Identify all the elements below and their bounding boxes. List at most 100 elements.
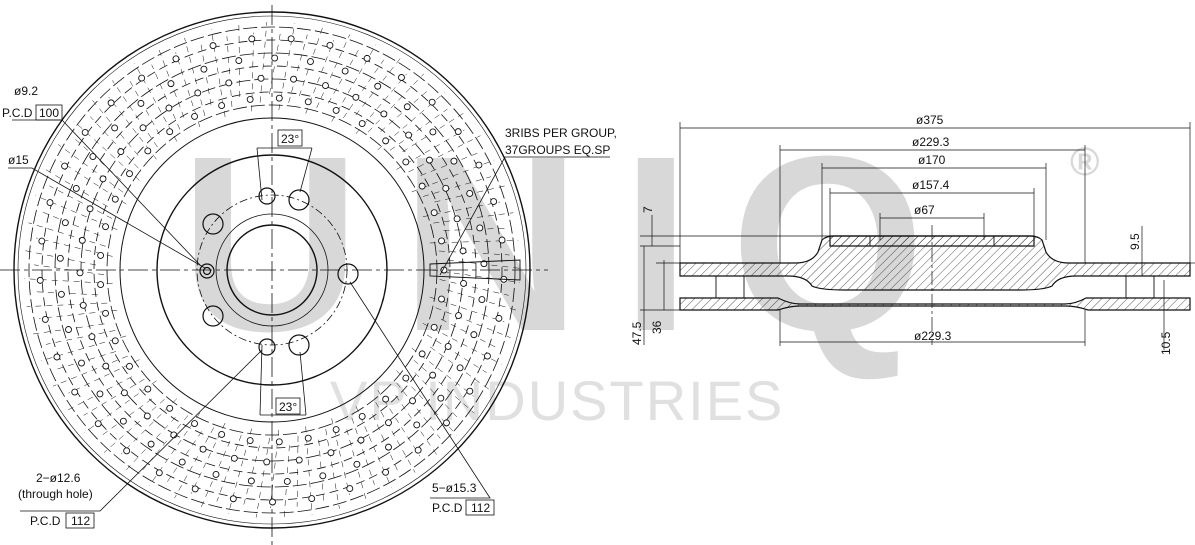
- drill-hole: [89, 153, 97, 161]
- drill-hole: [409, 397, 417, 405]
- drill-hole: [357, 436, 365, 444]
- vent-rib: [73, 137, 122, 181]
- dim-170-label: ø170: [918, 153, 946, 167]
- drill-hole: [374, 82, 382, 90]
- drill-hole: [319, 472, 327, 480]
- small-hole-dia-label: ø9.2: [14, 84, 38, 98]
- hub-bore: [226, 224, 318, 316]
- drill-hole: [442, 184, 450, 192]
- vent-rib: [184, 37, 206, 117]
- drill-hole: [199, 445, 207, 453]
- drill-hole: [459, 247, 467, 255]
- small-hole-pcd-value: 100: [39, 106, 59, 120]
- bolt-hole: [288, 189, 310, 211]
- drill-hole: [72, 185, 80, 192]
- center-hole-dia-label: ø15: [8, 153, 29, 167]
- drill-hole: [143, 412, 151, 420]
- drill-hole: [56, 254, 64, 262]
- drill-hole: [287, 35, 295, 43]
- angle-bracket-bottom: [259, 344, 307, 416]
- drill-hole: [119, 417, 127, 425]
- drill-hole: [78, 359, 85, 367]
- dim-36-label: 36: [650, 320, 664, 334]
- drill-hole: [144, 147, 152, 155]
- bolt-pcd-prefix: P.C.D: [432, 501, 463, 515]
- bolt-holes: [199, 187, 359, 356]
- drill-hole: [126, 170, 133, 178]
- drill-hole: [454, 128, 462, 136]
- dim-7-label: 7: [641, 206, 655, 213]
- drill-hole: [65, 326, 72, 333]
- drill-hole: [218, 431, 226, 438]
- vent-ring: [41, 39, 503, 501]
- vent-rib: [413, 359, 475, 414]
- drill-hole: [137, 99, 145, 107]
- drill-hole: [352, 93, 360, 101]
- drill-hole: [437, 394, 445, 402]
- drill-hole: [235, 57, 243, 65]
- drill-hole: [478, 296, 486, 304]
- drill-hole: [46, 199, 54, 207]
- drill-hole: [475, 161, 483, 169]
- drill-hole: [120, 389, 128, 397]
- drill-hole: [212, 471, 220, 478]
- vent-rib: [316, 34, 350, 109]
- drill-hole: [147, 440, 155, 448]
- drill-hole: [57, 290, 65, 298]
- through-hole-pcd-box: [65, 512, 95, 529]
- vent-rib: [216, 435, 242, 502]
- vent-rib: [288, 34, 308, 103]
- drill-hole: [455, 312, 462, 320]
- drill-hole: [382, 395, 390, 403]
- drill-hole: [358, 120, 366, 127]
- drill-hole: [170, 431, 178, 439]
- hub-bore-chamfer: [215, 213, 329, 327]
- drill-hole: [283, 477, 291, 485]
- drill-hole: [79, 301, 87, 309]
- vent-rib: [243, 445, 260, 507]
- drill-hole: [41, 315, 49, 323]
- drill-hole: [418, 182, 426, 190]
- drill-hole: [191, 420, 199, 428]
- drill-hole: [484, 352, 491, 360]
- drill-hole: [450, 157, 458, 165]
- bolt-hole: [288, 334, 310, 356]
- drill-hole: [413, 421, 421, 429]
- vent-rib: [325, 429, 340, 509]
- drill-hole: [99, 175, 107, 183]
- leader-center-hole: [8, 167, 206, 269]
- drill-hole: [61, 219, 69, 227]
- drill-hole: [460, 279, 467, 287]
- small-hole: [199, 263, 215, 279]
- vent-rib: [438, 250, 510, 256]
- drill-hole: [290, 75, 297, 83]
- drill-hole: [385, 443, 392, 451]
- drill-hole: [498, 236, 506, 244]
- angle-bottom-label: 23°: [279, 400, 297, 414]
- through-hole-label-line2: (through hole): [18, 487, 93, 501]
- drill-hole: [97, 251, 105, 259]
- drill-hole: [246, 437, 254, 445]
- vent-rib: [26, 302, 108, 307]
- front-view-labels: ø9.2 P.C.D 100 ø15 23° 23° 3RIBS PER GRO…: [2, 84, 617, 529]
- vent-ring: [106, 104, 438, 436]
- drill-hole: [111, 337, 119, 345]
- vent-rib: [112, 80, 158, 148]
- drill-hole: [403, 103, 411, 111]
- drill-hole: [53, 353, 61, 361]
- drill-hole: [495, 314, 503, 322]
- leader-ribs: [439, 156, 610, 276]
- drill-hole: [138, 74, 146, 82]
- dim-229-bottom-label: ø229.3: [914, 329, 952, 343]
- dim-47-5-label: 47.5: [630, 321, 644, 345]
- leader-through-hole: [20, 349, 263, 512]
- vent-ring: [67, 65, 477, 475]
- section-view-labels: ø375 ø229.3 ø170 ø157.4 ø67 ø229.3 7 47.…: [630, 113, 1173, 355]
- drill-hole: [438, 295, 445, 303]
- drill-hole: [358, 413, 366, 420]
- drill-hole: [166, 128, 174, 136]
- vent-rib: [41, 211, 100, 236]
- vent-slot: [429, 259, 521, 281]
- drill-hole: [332, 106, 340, 114]
